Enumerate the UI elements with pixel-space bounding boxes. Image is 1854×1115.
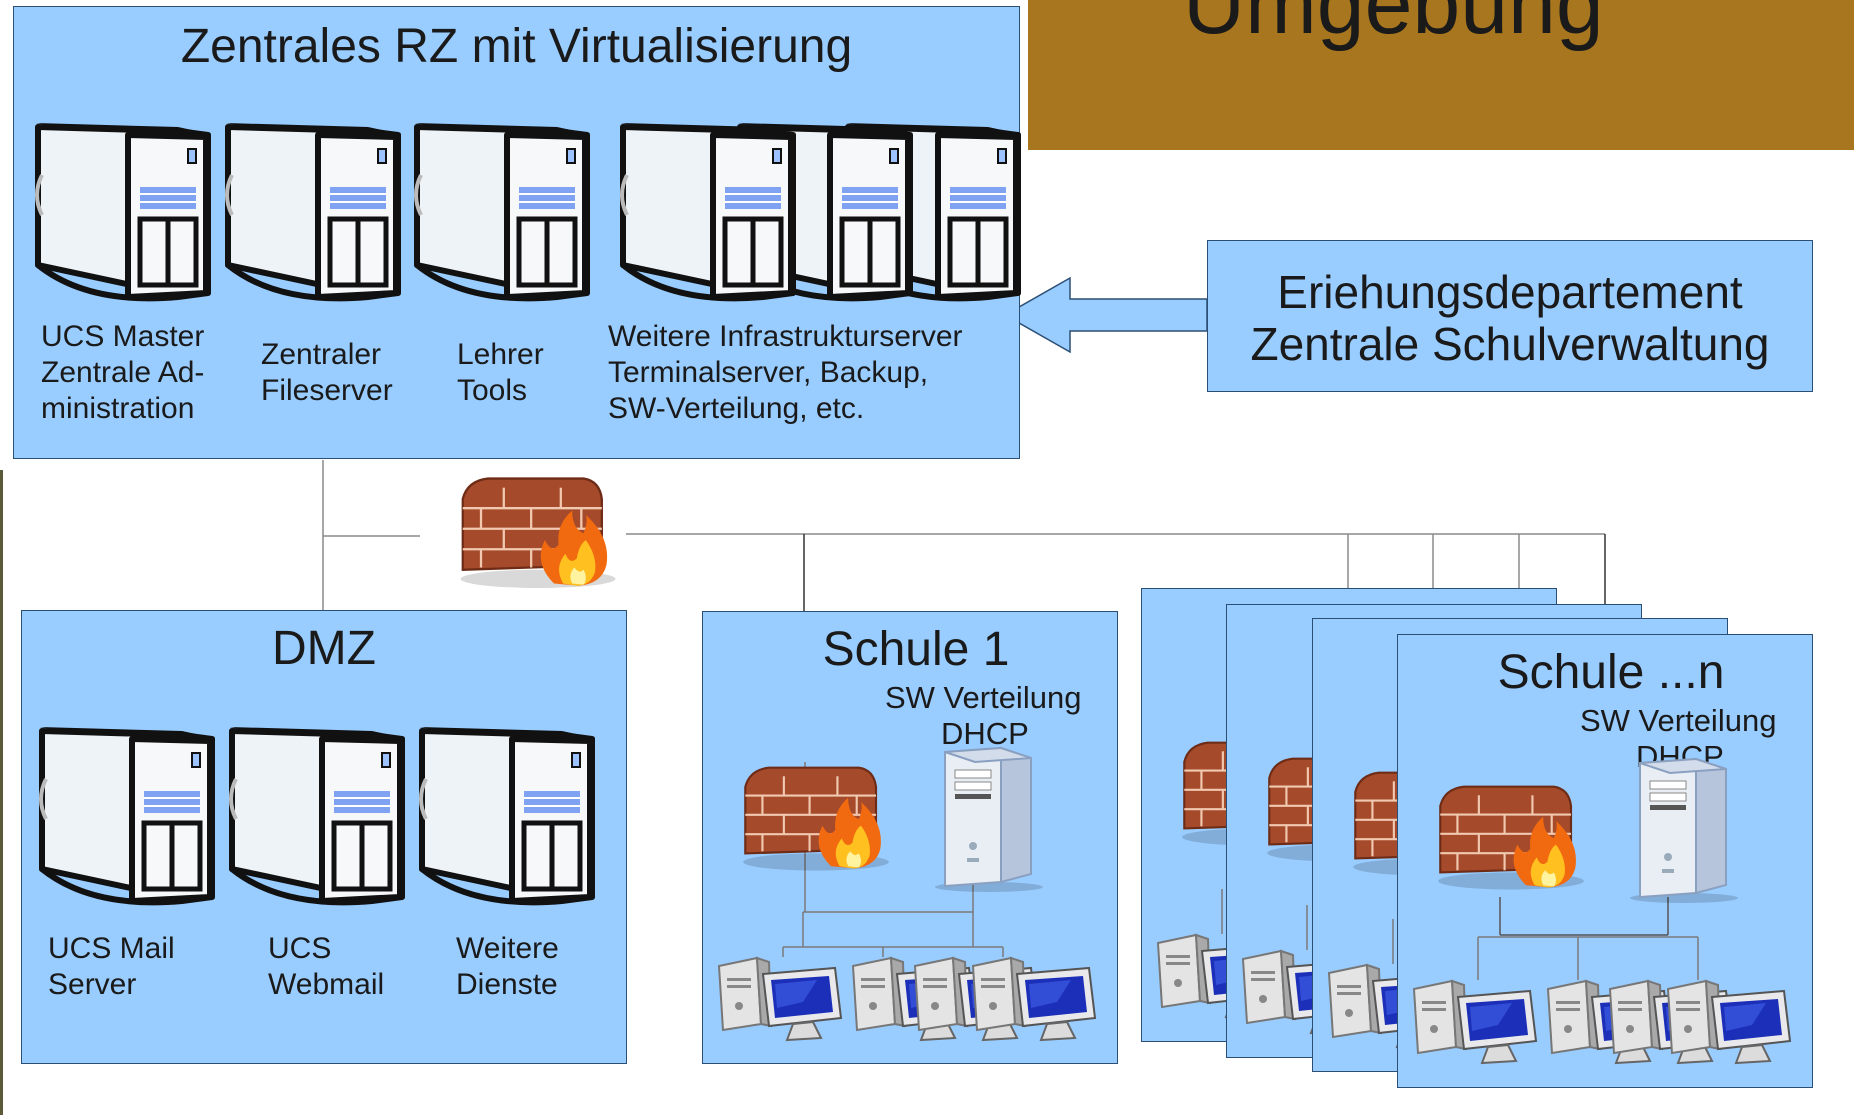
server-tower-icon [32, 709, 222, 909]
department-panel: Eriehungsdepartement Zentrale Schulverwa… [1207, 240, 1813, 392]
school-stack-lan [1392, 919, 1394, 964]
edge-strip [0, 470, 3, 1115]
server-label-fileserver: Zentraler Fileserver [261, 338, 393, 407]
workstation-icon [971, 952, 1101, 1042]
central-title: Zentrales RZ mit Virtualisierung [180, 20, 853, 73]
page-title: Umgebung [1183, 0, 1604, 52]
firewall-icon [458, 474, 618, 588]
school-stack-lan [1221, 889, 1223, 934]
server-label-weitere-dienste: Weitere Dienste [456, 932, 559, 1001]
server-tower-icon [28, 105, 218, 305]
school-n-lan [1477, 897, 1699, 980]
server-label-lehrer-tools: Lehrer Tools [457, 338, 544, 407]
school-n-title: Schule ...n [1497, 646, 1725, 699]
title-banner: Umgebung [1028, 0, 1854, 150]
arrow-icon [1003, 276, 1208, 354]
server-label-infrastructure: Weitere Infrastrukturserver Terminalserv… [608, 320, 963, 425]
firewall-icon [1436, 781, 1586, 891]
department-line2: Zentrale Schulverwaltung [1250, 318, 1770, 370]
school-1-title: Schule 1 [822, 623, 1010, 676]
school-1-panel: Schule 1 SW Verteilung DHCP [702, 611, 1118, 1064]
school-stack-lan [1306, 905, 1308, 950]
workstation-icon [1412, 975, 1542, 1065]
server-tower-icon [412, 709, 602, 909]
workstation-icon [717, 952, 847, 1042]
department-line1: Eriehungsdepartement [1277, 266, 1743, 318]
small-server-icon [931, 742, 1046, 892]
server-label-ucs-webmail: UCS Webmail [268, 932, 385, 1001]
workstation-icon [1666, 975, 1796, 1065]
central-datacenter-panel: Zentrales RZ mit Virtualisierung UCS Mas… [13, 6, 1020, 459]
server-label-ucs-master: UCS Master Zentrale Ad- ministration [41, 320, 205, 425]
server-label-ucs-mail: UCS Mail Server [48, 932, 175, 1001]
school-1-service-line1: SW Verteilung [885, 680, 1082, 715]
server-tower-icon [407, 105, 597, 305]
server-tower-icon [218, 105, 408, 305]
server-tower-icon [222, 709, 412, 909]
school-n-panel: Schule ...n SW Verteilung DHCP [1397, 634, 1813, 1088]
firewall-icon [741, 762, 891, 872]
server-tower-icon [613, 105, 803, 305]
dmz-panel: DMZ UCS Mail Server UCS Webmail Weitere … [21, 610, 627, 1064]
small-server-icon [1626, 753, 1741, 903]
dmz-title: DMZ [272, 622, 376, 675]
school-1-service-line2: DHCP [941, 716, 1029, 751]
school-n-service-line1: SW Verteilung [1580, 703, 1777, 738]
